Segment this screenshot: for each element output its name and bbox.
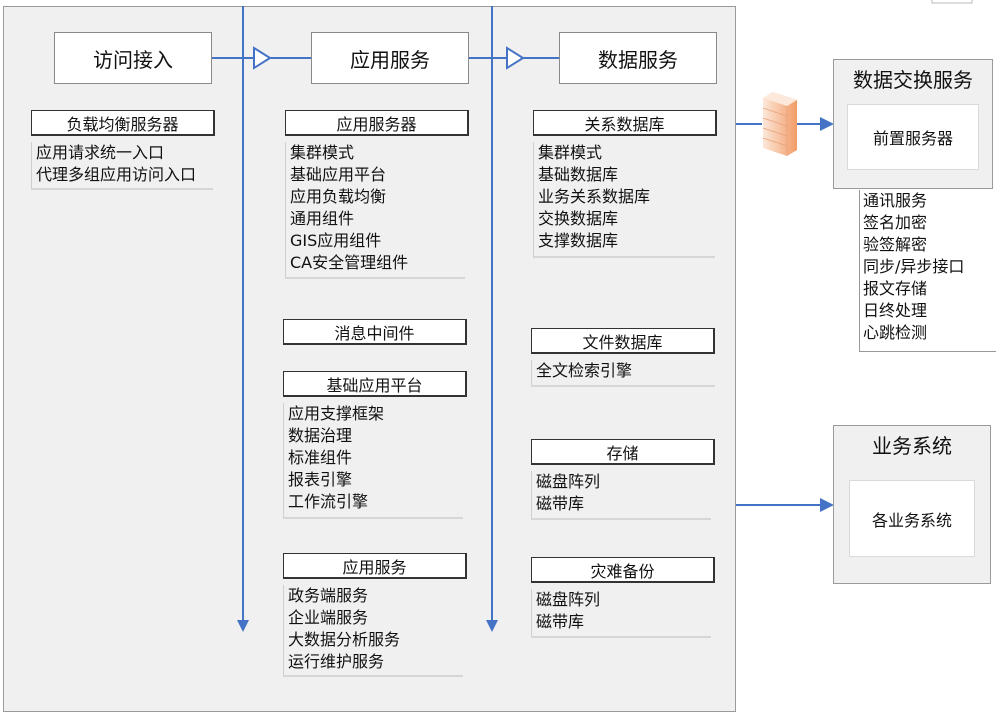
list-item: 日终处理 [863, 301, 928, 320]
list-item: 集群模式 [538, 143, 603, 162]
list-item: 应用支撑框架 [288, 404, 385, 423]
exchange-panel: 数据交换服务 前置服务器 [833, 59, 993, 189]
section-title-message-middleware: 消息中间件 [283, 319, 467, 345]
list-item: 交换数据库 [538, 209, 619, 228]
business-title: 业务系统 [872, 434, 952, 458]
firewall-icon [762, 92, 797, 156]
list-file-db: 全文检索引擎 [531, 360, 715, 387]
arrow-right-hollow-icon-1 [253, 46, 272, 70]
list-item: 数据治理 [288, 426, 353, 445]
business-systems-box: 各业务系统 [849, 480, 975, 557]
arrow-down-icon-2 [486, 620, 498, 632]
list-item: 企业端服务 [288, 608, 369, 627]
section-title-load-balancer: 负载均衡服务器 [31, 110, 215, 136]
list-item: 工作流引擎 [288, 492, 369, 511]
section-title-app-services: 应用服务 [283, 553, 467, 579]
list-item: 支撑数据库 [538, 231, 619, 250]
business-panel: 业务系统 各业务系统 [833, 425, 991, 584]
arrow-down-icon-1 [237, 620, 249, 632]
list-app-server: 集群模式 基础应用平台 应用负载均衡 通用组件 GIS应用组件 CA安全管理组件 [285, 142, 465, 279]
list-item: 磁盘阵列 [536, 472, 601, 491]
exchange-features-list: 通讯服务 签名加密 验签解密 同步/异步接口 报文存储 日终处理 心跳检测 [859, 190, 996, 352]
column-header-access: 访问接入 [54, 32, 212, 84]
section-title-disaster-backup: 灾难备份 [531, 557, 715, 583]
list-disaster-backup: 磁盘阵列 磁带库 [531, 589, 711, 638]
list-load-balancer: 应用请求统一入口 代理多组应用访问入口 [31, 142, 213, 190]
column-header-app: 应用服务 [311, 32, 469, 84]
list-item: 心跳检测 [863, 323, 928, 342]
list-item: 验签解密 [863, 235, 928, 254]
list-item: 集群模式 [290, 143, 355, 162]
list-item: 磁盘阵列 [536, 590, 601, 609]
list-item: 基础应用平台 [290, 165, 387, 184]
list-item: 报表引擎 [288, 470, 353, 489]
front-server-box: 前置服务器 [847, 104, 979, 170]
exchange-title: 数据交换服务 [853, 68, 973, 92]
arrow-right-icon-business [820, 498, 834, 512]
section-title-relational-db: 关系数据库 [533, 110, 717, 136]
list-item: 代理多组应用访问入口 [36, 165, 197, 184]
list-storage: 磁盘阵列 磁带库 [531, 471, 711, 520]
list-item: 磁带库 [536, 494, 585, 513]
section-title-storage: 存储 [531, 439, 715, 465]
list-item: 政务端服务 [288, 586, 369, 605]
section-title-app-server: 应用服务器 [285, 110, 469, 136]
section-title-file-db: 文件数据库 [531, 328, 715, 354]
list-relational-db: 集群模式 基础数据库 业务关系数据库 交换数据库 支撑数据库 [533, 142, 715, 258]
list-item: 同步/异步接口 [863, 257, 965, 276]
column-header-data: 数据服务 [559, 32, 717, 84]
list-item: 签名加密 [863, 213, 928, 232]
list-item: 应用负载均衡 [290, 187, 387, 206]
list-item: 标准组件 [288, 448, 353, 467]
list-item: 大数据分析服务 [288, 630, 401, 649]
list-item: 全文检索引擎 [536, 361, 633, 380]
list-item: 磁带库 [536, 612, 585, 631]
list-item: 通讯服务 [863, 191, 928, 210]
arrow-right-icon-exchange [820, 117, 834, 131]
list-item: GIS应用组件 [290, 231, 382, 250]
list-item: 基础数据库 [538, 165, 619, 184]
list-item: 应用请求统一入口 [36, 143, 165, 162]
list-item: CA安全管理组件 [290, 253, 409, 272]
section-title-base-platform: 基础应用平台 [283, 371, 467, 397]
list-item: 报文存储 [863, 279, 928, 298]
list-item: 业务关系数据库 [538, 187, 651, 206]
list-app-services: 政务端服务 企业端服务 大数据分析服务 运行维护服务 [283, 585, 463, 677]
list-item: 运行维护服务 [288, 652, 385, 671]
arrow-right-hollow-icon-2 [506, 46, 525, 70]
list-item: 通用组件 [290, 209, 355, 228]
list-base-platform: 应用支撑框架 数据治理 标准组件 报表引擎 工作流引擎 [283, 403, 463, 519]
